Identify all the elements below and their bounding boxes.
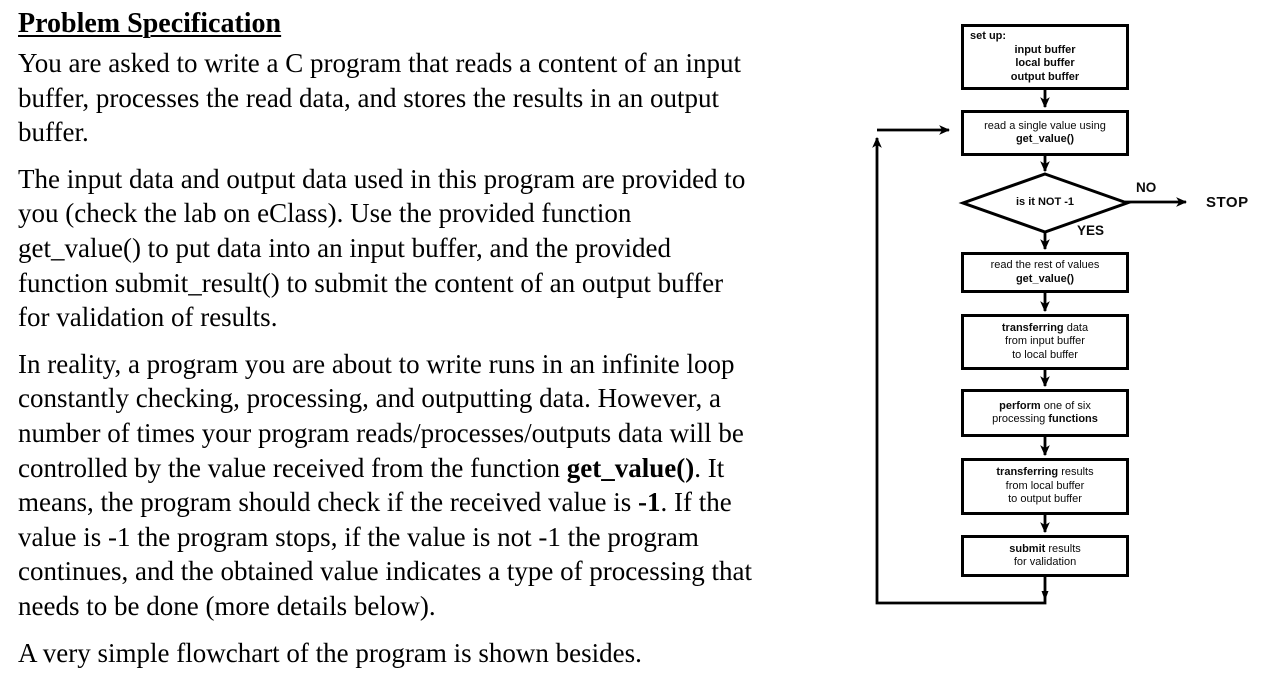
text-segment: read the rest of values <box>990 259 1100 271</box>
text-segment: local buffer <box>1015 57 1075 69</box>
flowchart-box-line: to output buffer <box>964 493 1126 507</box>
text-segment: perform <box>999 399 1041 412</box>
flowchart-box-line: set up: <box>964 30 1126 44</box>
branch-label-yes: YES <box>1077 223 1105 238</box>
text-segment: from local buffer <box>1005 479 1085 492</box>
text-column: Problem Specification You are asked to w… <box>18 6 898 682</box>
text-segment: get_value() <box>1015 133 1075 145</box>
paragraph: A very simple flowchart of the program i… <box>18 636 898 671</box>
text-segment: functions <box>1048 413 1098 425</box>
decision-label: is it NOT -1 <box>1015 196 1075 208</box>
flowchart-box-line: to local buffer <box>964 349 1126 363</box>
text-segment: from input buffer <box>1005 335 1085 348</box>
text-segment: transferring <box>996 466 1059 479</box>
text-segment: for validation <box>1013 556 1077 568</box>
flowchart-box-line: for validation <box>964 556 1126 570</box>
paragraph: In reality, a program you are about to w… <box>18 347 898 624</box>
text-segment: set up: <box>970 30 1007 42</box>
text-segment: get_value() <box>566 452 695 483</box>
flowchart-box-line: output buffer <box>964 71 1126 85</box>
loop-back-line <box>872 136 1047 605</box>
text-segment: submit <box>1009 542 1046 555</box>
text-segment: processing <box>992 413 1049 425</box>
text-segment: The input data and output data used in t… <box>18 163 746 333</box>
terminator-label-stop: STOP <box>1206 194 1249 211</box>
text-segment: transferring <box>1001 321 1064 334</box>
text-segment: -1 <box>638 487 661 518</box>
branch-label-no: NO <box>1136 180 1157 195</box>
flowchart-box-line: processing functions <box>964 413 1126 427</box>
flowchart-box-line: transferring results <box>964 466 1126 480</box>
flowchart-box-line: read the rest of values <box>964 259 1126 273</box>
flowchart-box-line: from input buffer <box>964 335 1126 349</box>
text-segment: . It means, the program should check if … <box>18 452 725 518</box>
text-segment: A very simple flowchart of the program i… <box>18 637 642 668</box>
text-segment: input buffer <box>1014 43 1076 56</box>
text-segment: one of six <box>1040 399 1091 412</box>
flowchart-box-line: submit results <box>964 543 1126 557</box>
page-title: Problem Specification <box>18 8 282 39</box>
text-segment: results <box>1045 542 1081 555</box>
text-segment: to local buffer <box>1012 348 1078 361</box>
flowchart-box-line: input buffer <box>964 44 1126 58</box>
text-segment: data <box>1063 321 1089 334</box>
text-segment: In reality, a program you are about to w… <box>18 348 744 483</box>
flowchart-box-line: transferring data <box>964 322 1126 336</box>
document-page: Problem Specification You are asked to w… <box>18 8 1249 668</box>
paragraph: You are asked to write a C program that … <box>18 46 898 150</box>
flowchart-connectors <box>872 90 1188 605</box>
loop-down-arrowhead <box>1041 591 1049 601</box>
flowchart-box-line: local buffer <box>964 57 1126 71</box>
flowchart-box-line: get_value() <box>964 273 1126 287</box>
text-segment: output buffer <box>1010 70 1080 83</box>
flowchart-box-line: get_value() <box>964 133 1126 147</box>
text-segment: get_value() <box>1015 272 1075 285</box>
text-segment: . If the value is -1 the program stops, … <box>18 487 753 621</box>
paragraph: The input data and output data used in t… <box>18 162 898 335</box>
text-segment: read a single value using <box>984 119 1106 132</box>
text-segment: results <box>1058 466 1094 479</box>
flowchart-box-line: perform one of six <box>964 400 1126 414</box>
text-segment: to output buffer <box>1008 493 1082 506</box>
decision-diamond <box>958 172 1132 234</box>
text-segment: You are asked to write a C program that … <box>18 48 742 148</box>
flowchart-box-line: from local buffer <box>964 480 1126 494</box>
flowchart-box-line: read a single value using <box>964 120 1126 134</box>
